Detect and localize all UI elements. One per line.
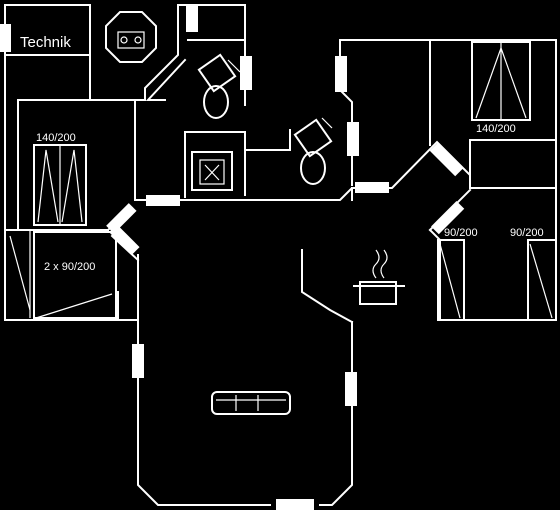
window-hall-left <box>146 195 180 206</box>
technik-room-walls <box>4 4 146 196</box>
bed-label-2x90: 2 x 90/200 <box>44 261 96 273</box>
window-upper-center <box>335 56 347 92</box>
bed-90-b <box>527 239 557 321</box>
bed-label-90-b: 90/200 <box>510 227 544 239</box>
windows <box>0 6 465 510</box>
toilet-upper-icon <box>197 53 241 119</box>
window-door-right-top <box>429 143 463 177</box>
stove-icon <box>105 11 157 63</box>
window-door-left-top <box>106 203 137 234</box>
bedroom-lower-left-walls <box>4 229 139 321</box>
room-label-technik: Technik <box>20 34 71 51</box>
window-living-left <box>132 344 144 378</box>
window-top <box>186 6 198 32</box>
outer-walls <box>4 4 557 506</box>
window-technik <box>0 24 11 52</box>
bed-label-140-left: 140/200 <box>36 132 76 144</box>
bedroom-left-walls <box>17 99 91 231</box>
kitchen-wall <box>301 249 354 324</box>
sofa-icon <box>211 391 291 415</box>
bed-90-a <box>437 239 465 321</box>
bed-140-left <box>33 144 87 226</box>
window-door-left-bottom <box>109 224 140 255</box>
window-bath-lower <box>347 122 359 156</box>
window-hall-right <box>355 182 389 193</box>
toilet-lower-icon <box>293 117 333 185</box>
window-bath-upper <box>240 56 252 90</box>
window-living-bottom <box>276 499 314 510</box>
corridor-diagonal-walls <box>144 4 246 101</box>
shower-icon <box>191 151 233 191</box>
cooking-pot-icon <box>353 249 405 305</box>
window-living-right <box>345 372 357 406</box>
interior-main-wall <box>134 140 557 201</box>
bed-140-right <box>471 41 531 121</box>
bedroom-upper-right-walls <box>429 39 557 176</box>
bathroom-walls <box>184 39 291 198</box>
bed-label-90-a: 90/200 <box>444 227 478 239</box>
bed-label-140-right: 140/200 <box>476 123 516 135</box>
window-door-right-bottom <box>431 201 465 235</box>
bed-2x90 <box>9 230 117 319</box>
